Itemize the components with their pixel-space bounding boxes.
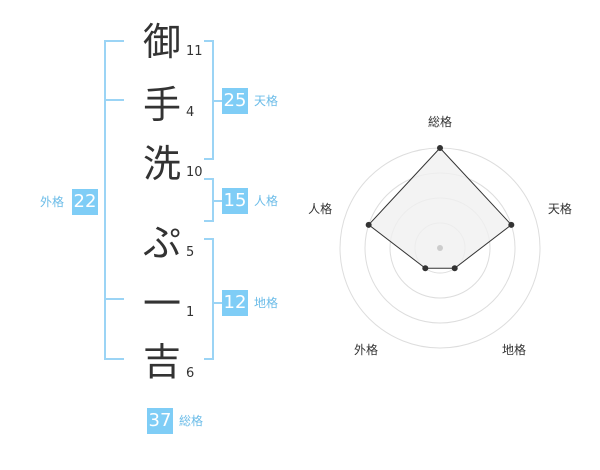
radar-center <box>437 245 443 251</box>
stroke-count-4: 5 <box>186 245 195 260</box>
name-char-1: 御 <box>142 20 181 64</box>
name-char-6: 吉 <box>142 340 181 384</box>
radar-axis-label-5: 人格 <box>308 202 333 217</box>
chikaku-label: 地格 <box>254 296 279 310</box>
radar-point-5 <box>365 221 372 228</box>
radar-axis-label-3: 地格 <box>502 342 527 357</box>
radar-polygon <box>367 147 513 269</box>
stroke-count-5: 1 <box>186 305 195 320</box>
stroke-count-1: 11 <box>186 44 203 59</box>
name-char-4: ぷ <box>142 221 181 265</box>
chikaku-value: 12 <box>222 290 248 316</box>
tenkaku-label: 天格 <box>254 94 279 108</box>
radar-point-2 <box>508 221 515 228</box>
stroke-count-2: 4 <box>186 105 195 120</box>
gaikaku-value: 22 <box>72 189 98 215</box>
radar-axis-label-1: 総格 <box>428 115 453 129</box>
radar-axis-label-4: 外格 <box>353 342 378 357</box>
gaikaku-label: 外格 <box>40 195 65 209</box>
stroke-count-3: 10 <box>186 165 203 180</box>
stroke-count-6: 6 <box>186 366 195 381</box>
radar-point-3 <box>451 265 458 272</box>
name-char-5: 一 <box>142 282 181 326</box>
name-char-3: 洗 <box>142 142 181 186</box>
soukaku-label: 総格 <box>179 414 204 428</box>
name-char-2: 手 <box>142 83 181 127</box>
soukaku-value: 37 <box>147 408 173 434</box>
radar-point-1 <box>437 145 443 151</box>
jinkaku-label: 人格 <box>254 194 279 208</box>
radar-point-4 <box>422 265 429 272</box>
radar-axis-label-2: 天格 <box>547 202 572 217</box>
tenkaku-value: 25 <box>222 88 248 114</box>
jinkaku-value: 15 <box>222 188 248 214</box>
